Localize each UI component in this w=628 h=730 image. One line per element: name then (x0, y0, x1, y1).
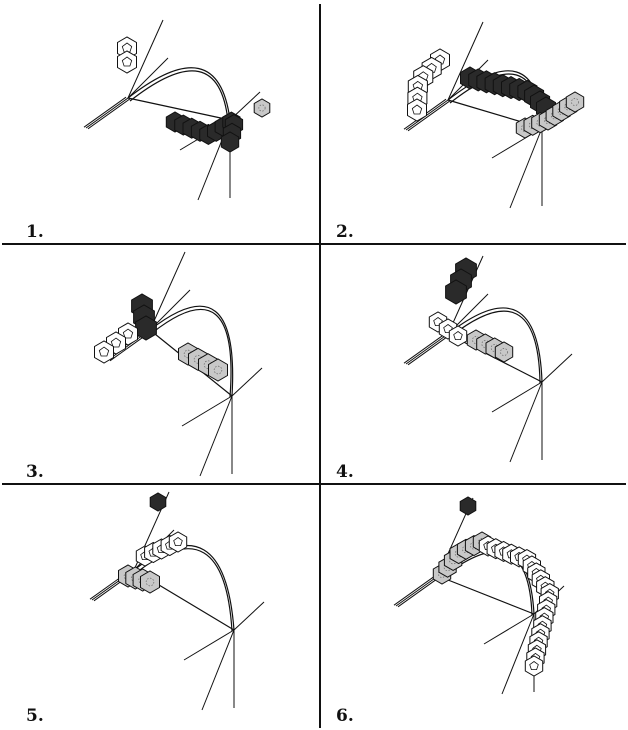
spoke-line (234, 602, 264, 630)
segment-hexagon (525, 656, 542, 676)
track-arc-outer (128, 68, 230, 120)
spoke-line (542, 354, 572, 382)
segment-hexagon (209, 359, 228, 381)
segment-hexagon (118, 51, 137, 73)
segment-hexagon (449, 326, 466, 346)
chain-segment (169, 532, 186, 552)
chain-segment (118, 51, 137, 73)
chain-segment (221, 132, 238, 152)
spoke-line (492, 382, 542, 412)
segment-hexagon (408, 99, 427, 121)
segment-hexagon (566, 92, 583, 112)
track-tail (406, 334, 448, 364)
track-tail (404, 333, 446, 363)
track-chord (438, 576, 534, 614)
panel-label-5: 5. (26, 706, 44, 726)
chain-segment (150, 493, 166, 511)
segment-hexagon (495, 342, 512, 362)
chain-segment (525, 656, 542, 676)
panel-1 (84, 20, 270, 200)
panel-6 (394, 497, 564, 694)
panel-4 (404, 256, 572, 462)
track-tail (398, 577, 440, 607)
panel-label-4: 4. (336, 462, 354, 482)
track-tail (394, 575, 436, 605)
track-tail (88, 99, 130, 129)
track-tail (396, 576, 438, 606)
track-arc-inner (130, 71, 228, 121)
segment-hexagon (150, 493, 166, 511)
panel-5 (90, 492, 264, 710)
panel-label-2: 2. (336, 222, 354, 242)
chain-segment (460, 497, 476, 515)
spoke-line (484, 614, 534, 644)
track-tail (408, 335, 450, 365)
chain-segment (408, 99, 427, 121)
panel-label-3: 3. (26, 462, 44, 482)
segment-hexagon (460, 497, 476, 515)
chain-segment (449, 326, 466, 346)
chain-segment (141, 571, 160, 593)
chain-segment (95, 341, 114, 363)
spoke-line (182, 396, 232, 426)
panel-label-6: 6. (336, 706, 354, 726)
panel-label-1: 1. (26, 222, 44, 242)
chain-segment (566, 92, 583, 112)
spoke-line (202, 630, 234, 710)
segment-hexagon (95, 341, 114, 363)
chain-segment (209, 359, 228, 381)
chain-segment (495, 342, 512, 362)
segment-hexagon (221, 132, 238, 152)
segment-hexagon (169, 532, 186, 552)
spoke-line (510, 382, 542, 462)
spoke-line (184, 630, 234, 660)
panel-3 (95, 252, 263, 476)
chain-segment (254, 99, 270, 117)
spoke-line (232, 368, 262, 396)
track-tail (86, 98, 128, 128)
spoke-line (200, 396, 232, 476)
panel-2 (404, 22, 584, 208)
segment-hexagon (141, 571, 160, 593)
track-tail (84, 97, 126, 127)
spoke-line (510, 128, 542, 208)
segment-hexagon (254, 99, 270, 117)
